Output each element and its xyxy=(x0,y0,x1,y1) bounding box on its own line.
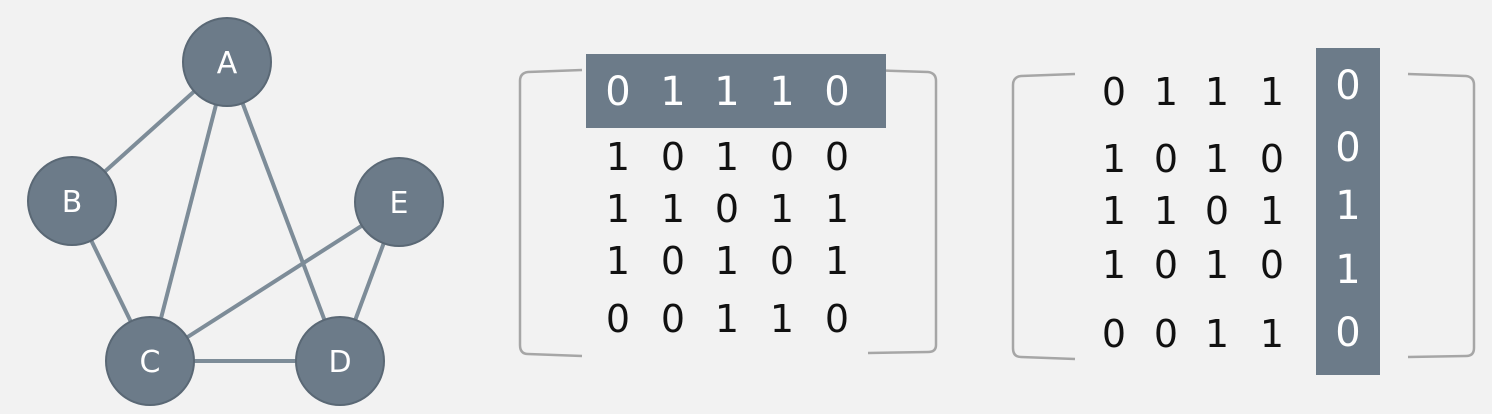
node-label: D xyxy=(328,345,351,380)
matrix-left-cell-r4-c0: 0 xyxy=(605,297,631,341)
matrix-left-cell-r2-c1: 1 xyxy=(660,187,686,231)
edge-a-d xyxy=(225,61,342,362)
matrix-right-cell-r3-c3: 0 xyxy=(1259,243,1285,287)
matrix-right-cell-r1-c2: 1 xyxy=(1204,137,1230,181)
matrix-left-cell-r3-c3: 0 xyxy=(769,239,795,283)
matrix-right-cell-r1-c1: 0 xyxy=(1153,137,1179,181)
matrix-right-highlighted-column xyxy=(1316,48,1380,375)
matrix-left-cell-r0-c4: 0 xyxy=(824,69,850,115)
matrix-right-cell-r4-c3: 1 xyxy=(1259,312,1285,356)
edge-c-e xyxy=(148,200,401,363)
matrix-left-cell-r4-c3: 1 xyxy=(769,297,795,341)
matrix-right-cell-r4-c4: 0 xyxy=(1335,310,1361,356)
matrix-right-cell-r3-c1: 0 xyxy=(1153,243,1179,287)
edge-a-c xyxy=(148,61,229,362)
matrix-right-cell-r4-c1: 0 xyxy=(1153,312,1179,356)
matrix-left-right-bracket xyxy=(867,68,938,355)
matrix-left-cell-r2-c2: 0 xyxy=(714,187,740,231)
graph-nodes: A B C D E xyxy=(27,17,444,406)
matrix-right-cell-r3-c2: 1 xyxy=(1204,243,1230,287)
matrix-right-cell-r2-c0: 1 xyxy=(1101,189,1127,233)
matrix-right-cell-r2-c3: 1 xyxy=(1259,189,1285,233)
matrix-left-cell-r4-c2: 1 xyxy=(714,297,740,341)
matrix-left-cell-r3-c1: 0 xyxy=(660,239,686,283)
matrix-left-cell-r2-c0: 1 xyxy=(605,187,631,231)
node-a: A xyxy=(182,17,272,107)
matrix-right-right-bracket xyxy=(1407,72,1476,359)
node-circle xyxy=(182,17,272,107)
matrix-left-cell-r2-c3: 1 xyxy=(769,187,795,231)
matrix-right-cell-r1-c4: 0 xyxy=(1335,125,1361,171)
matrix-left-cell-r4-c1: 0 xyxy=(660,297,686,341)
node-d: D xyxy=(295,316,385,406)
node-e: E xyxy=(354,157,444,247)
matrix-right-cell-r3-c0: 1 xyxy=(1101,243,1127,287)
matrix-left-cell-r1-c2: 1 xyxy=(714,135,740,179)
matrix-left-cell-r0-c3: 1 xyxy=(769,69,795,115)
matrix-right-left-bracket xyxy=(1011,72,1076,361)
matrix-right-cell-r2-c2: 0 xyxy=(1204,189,1230,233)
node-b: B xyxy=(27,156,117,246)
matrix-left-cell-r3-c2: 1 xyxy=(714,239,740,283)
node-label: E xyxy=(390,186,409,221)
matrix-right-cell-r4-c2: 1 xyxy=(1204,312,1230,356)
matrix-right-cell-r0-c4: 0 xyxy=(1335,63,1361,109)
matrix-right-cell-r2-c4: 1 xyxy=(1335,183,1361,229)
node-label: C xyxy=(140,345,161,380)
matrix-right-cell-r0-c3: 1 xyxy=(1259,70,1285,114)
node-label: A xyxy=(217,46,238,81)
matrix-right-cell-r0-c1: 1 xyxy=(1153,70,1179,114)
matrix-left-cell-r2-c4: 1 xyxy=(824,187,850,231)
node-c: C xyxy=(105,316,195,406)
node-circle xyxy=(295,316,385,406)
node-circle xyxy=(105,316,195,406)
matrix-left-cell-r3-c4: 1 xyxy=(824,239,850,283)
matrix-right-cell-r1-c3: 0 xyxy=(1259,137,1285,181)
matrix-right-cell-r2-c1: 1 xyxy=(1153,189,1179,233)
matrix-left-cell-r1-c3: 0 xyxy=(769,135,795,179)
matrix-right-cell-r0-c0: 0 xyxy=(1101,70,1127,114)
matrix-left-cell-r1-c0: 1 xyxy=(605,135,631,179)
matrix-left-cell-r1-c4: 0 xyxy=(824,135,850,179)
matrix-right-cell-r0-c2: 1 xyxy=(1204,70,1230,114)
node-circle xyxy=(27,156,117,246)
matrix-left-cell-r4-c4: 0 xyxy=(824,297,850,341)
node-label: B xyxy=(62,185,83,220)
matrix-right-cell-r1-c0: 1 xyxy=(1101,137,1127,181)
matrix-left-cell-r0-c1: 1 xyxy=(660,69,686,115)
matrix-left-left-bracket xyxy=(518,68,583,358)
matrix-left-cell-r0-c0: 0 xyxy=(605,69,631,115)
node-circle xyxy=(354,157,444,247)
matrix-left-cell-r1-c1: 0 xyxy=(660,135,686,179)
matrix-left-highlighted-row xyxy=(586,54,886,128)
matrix-left-cell-r3-c0: 1 xyxy=(605,239,631,283)
matrix-right-cell-r3-c4: 1 xyxy=(1335,247,1361,293)
matrix-right-cell-r4-c0: 0 xyxy=(1101,312,1127,356)
matrix-left-cell-r0-c2: 1 xyxy=(714,69,740,115)
